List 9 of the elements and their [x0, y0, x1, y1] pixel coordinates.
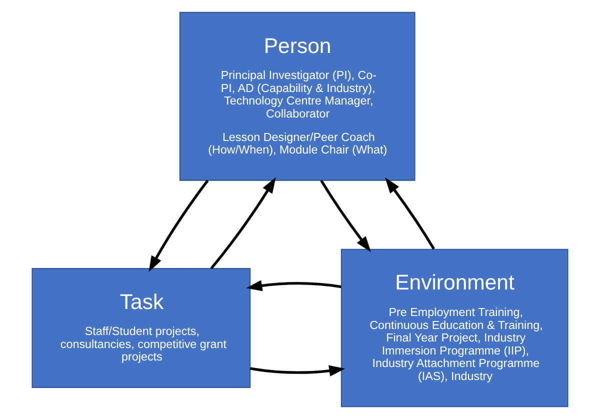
node-box: Environment Pre Employment Training, Continuous Education & Training, Final Year Project, Industry Immersion Programme (IIP), Industry Attachment Programme (IAS), Industry: [340, 248, 568, 408]
arrow: [148, 180, 209, 272]
arrow: [385, 177, 435, 250]
arrow: [210, 177, 276, 270]
arrow: [250, 365, 346, 376]
node-box: Person Principal Investigator (PI), Co-PI, AD (Capability & Industry), Technology Centre Manager, Collaborator Lesson Designer/Peer Coach (How/When), Module Chair (What): [179, 12, 416, 181]
arrow: [246, 280, 342, 292]
node-box: Task Staff/Student projects, consultancies, competitive grant projects: [32, 268, 251, 388]
arrow: [320, 180, 371, 252]
